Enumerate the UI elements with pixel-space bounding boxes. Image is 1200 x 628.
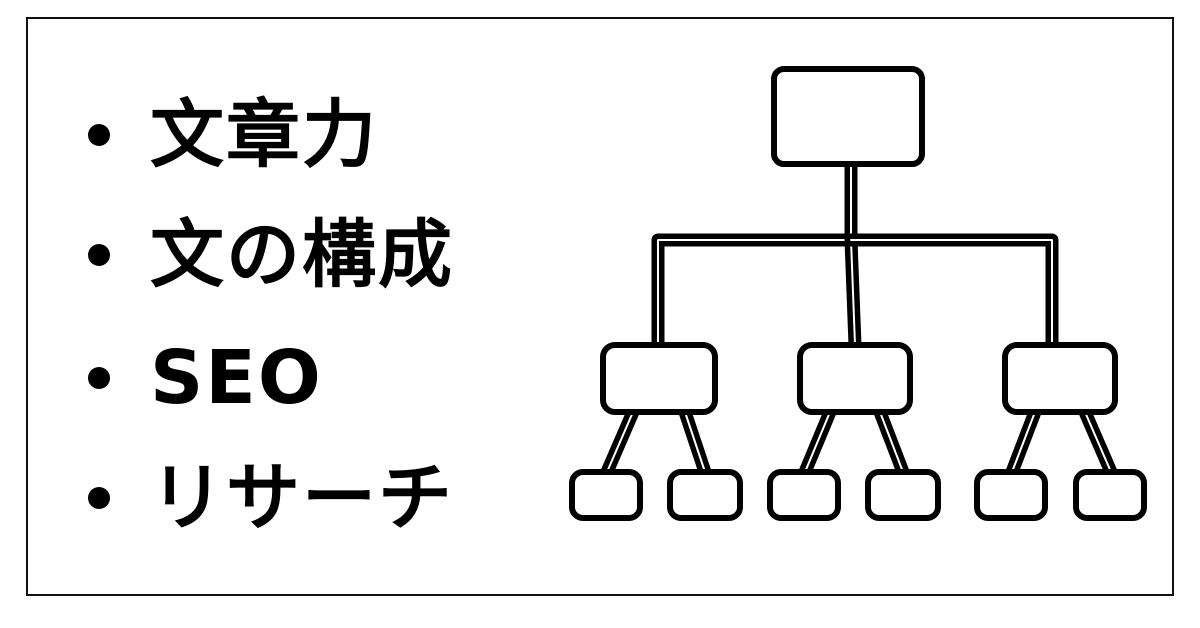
connector-leaf-gap [879,411,904,473]
connector-branch-left [651,233,858,352]
connector-leaf-gap [606,411,634,473]
list-item-writing: 文章力 [88,85,378,185]
root-node [771,66,925,167]
connector-leaf-gap [1011,411,1036,473]
connector-branch-right [844,233,1059,352]
child-node [797,342,913,415]
bullet-icon [88,124,110,146]
leaf-node [865,469,941,521]
connector-leaf-gap [1084,411,1112,473]
child-node [600,342,718,415]
list-item-label: リサーチ [150,455,454,541]
connector-leaf-gap [684,411,706,473]
list-item-label: SEO [150,335,323,421]
child-node [1002,342,1118,415]
outer-frame [26,17,1174,596]
bullet-icon [88,367,110,389]
connector-branch-left-gap [657,239,852,346]
leaf-node [767,469,841,521]
leaf-node [569,469,643,521]
leaf-node [1073,469,1147,521]
bullet-icon [88,487,110,509]
list-item-label: 文の構成 [150,212,454,298]
leaf-node [974,469,1048,521]
connector-branch-right-gap [850,239,1053,346]
bullet-icon [88,244,110,266]
connector-leaf-gap [804,411,831,473]
list-item-structure: 文の構成 [88,205,454,305]
list-item-seo: SEO [88,328,323,428]
leaf-node [667,469,743,521]
connector-branch-center-gap [850,239,856,346]
list-item-research: リサーチ [88,448,454,548]
list-item-label: 文章力 [150,92,378,178]
